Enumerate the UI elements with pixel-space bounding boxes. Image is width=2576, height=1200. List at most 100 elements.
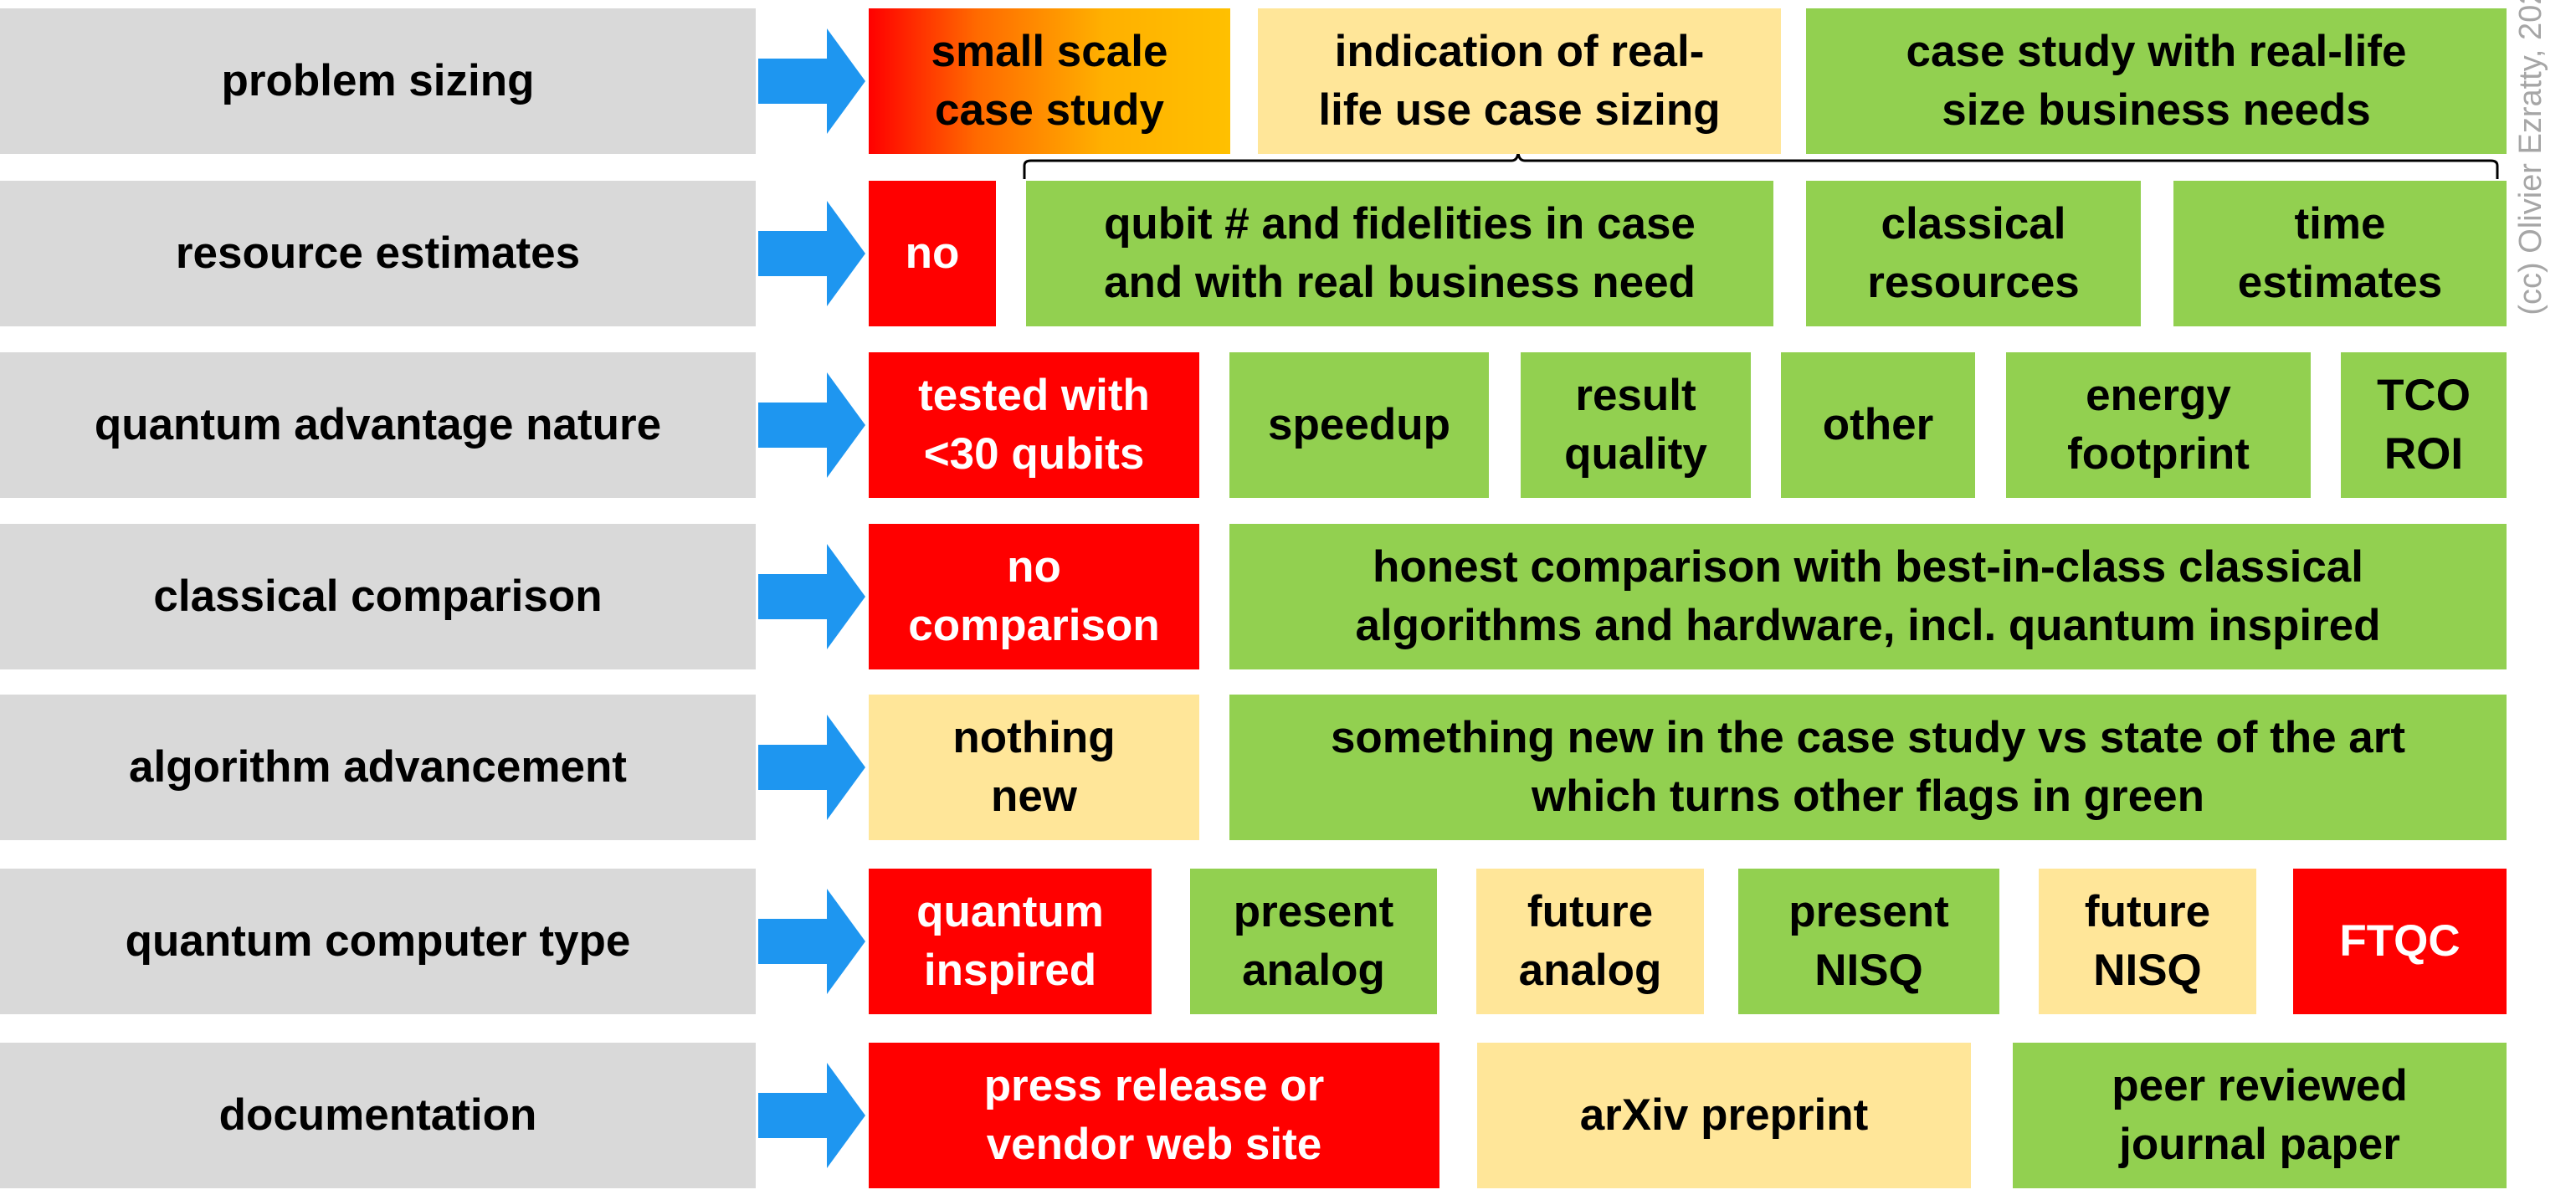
option-text-line: press release or xyxy=(983,1061,1325,1110)
option-text-line: which turns other flags in green xyxy=(1532,772,2204,821)
bracket-connector xyxy=(1023,150,2499,179)
option-text: speedup xyxy=(1268,396,1450,454)
row-label-documentation: documentation xyxy=(0,1043,756,1188)
option-box-tco-roi: TCO ROI xyxy=(2341,352,2507,498)
option-text-line: qubit # and fidelities in case xyxy=(1104,199,1696,249)
option-text-line: case study xyxy=(935,85,1164,135)
row-label-text: resource estimates xyxy=(175,228,581,278)
row-label-quantum-advantage-nature: quantum advantage nature xyxy=(0,352,756,498)
option-box-indication-of-real-life-use-case-sizing: indication of real-life use case sizing xyxy=(1258,8,1781,154)
option-text: small scale case study xyxy=(931,23,1168,140)
right-arrow-icon xyxy=(758,889,865,994)
right-arrow-icon xyxy=(758,1063,865,1168)
option-text-line: NISQ xyxy=(1814,946,1923,995)
option-box-time-estimates: time estimates xyxy=(2173,181,2507,326)
row-label-problem-sizing: problem sizing xyxy=(0,8,756,154)
option-text-line: analog xyxy=(1518,946,1662,995)
option-text: classical resources xyxy=(1867,195,2079,312)
option-text-line: analog xyxy=(1242,946,1385,995)
option-text-line: FTQC xyxy=(2339,916,2461,966)
option-text-line: life use case sizing xyxy=(1318,85,1721,135)
row-label-text: quantum advantage nature xyxy=(94,400,662,449)
option-text-line: arXiv preprint xyxy=(1579,1090,1869,1140)
row-label-classical-comparison: classical comparison xyxy=(0,524,756,669)
option-text-line: nothing xyxy=(952,713,1116,762)
row-label-algorithm-advancement: algorithm advancement xyxy=(0,695,756,840)
row-label-text: algorithm advancement xyxy=(129,742,627,792)
row-label-text: quantum computer type xyxy=(125,916,631,966)
option-text-line: no xyxy=(1007,542,1061,592)
option-text-line: resources xyxy=(1867,258,2080,307)
option-box-nothing-new: nothing new xyxy=(869,695,1199,840)
right-arrow-icon xyxy=(758,715,865,820)
option-text-line: comparison xyxy=(908,601,1160,650)
option-text-line: something new in the case study vs state… xyxy=(1330,713,2406,762)
right-arrow-icon xyxy=(758,544,865,649)
row-label-text: documentation xyxy=(218,1090,537,1140)
option-text-line: and with real business need xyxy=(1104,258,1696,307)
option-text-line: indication of real- xyxy=(1334,27,1705,76)
option-text: FTQC xyxy=(2339,912,2460,971)
option-text-line: estimates xyxy=(2237,258,2443,307)
option-text-line: honest comparison with best-in-class cla… xyxy=(1372,542,2364,592)
option-text: something new in the case study vs state… xyxy=(1331,709,2405,826)
option-text-line: result xyxy=(1575,371,1696,420)
option-box-classical-resources: classical resources xyxy=(1806,181,2141,326)
copyright-credit: (cc) Olivier Ezratty, 2023 xyxy=(2513,0,2548,315)
option-text-line: inspired xyxy=(923,946,1097,995)
option-text: arXiv preprint xyxy=(1580,1086,1869,1145)
option-text-line: size business needs xyxy=(1942,85,2371,135)
option-text-line: footprint xyxy=(2067,429,2250,479)
row-label-text: classical comparison xyxy=(153,572,603,621)
option-box-something-new-in-the-case-study-vs-state-of-the-art-which-turns-other-flags-in-green: something new in the case study vs state… xyxy=(1229,695,2507,840)
right-arrow-icon xyxy=(758,372,865,478)
option-text-line: ROI xyxy=(2384,429,2464,479)
option-text-line: tested with xyxy=(918,371,1150,420)
option-box-peer-reviewed-journal-paper: peer reviewed journal paper xyxy=(2013,1043,2507,1188)
option-text: no comparison xyxy=(908,538,1159,655)
option-text-line: journal paper xyxy=(2119,1120,2400,1169)
option-text: honest comparison with best-in-class cla… xyxy=(1355,538,2380,655)
option-box-no-comparison: no comparison xyxy=(869,524,1199,669)
row-label-quantum-computer-type: quantum computer type xyxy=(0,869,756,1014)
option-box-tested-with-30-qubits: tested with <30 qubits xyxy=(869,352,1199,498)
option-text: TCO ROI xyxy=(2377,367,2471,484)
option-box-small-scale-case-study: small scale case study xyxy=(869,8,1230,154)
option-box-honest-comparison-with-best-in-class-classical-algorithms-and-hardware-incl-quantum-inspired: honest comparison with best-in-class cla… xyxy=(1229,524,2507,669)
option-text: peer reviewed journal paper xyxy=(2112,1057,2408,1174)
option-text-line: time xyxy=(2294,199,2386,249)
option-text-line: present xyxy=(1233,887,1394,936)
option-text-line: future xyxy=(2084,887,2211,936)
option-text-line: algorithms and hardware, incl. quantum i… xyxy=(1355,601,2381,650)
option-text: nothing new xyxy=(952,709,1115,826)
row-label-text: problem sizing xyxy=(221,56,535,105)
option-text: present analog xyxy=(1234,883,1393,1000)
option-box-ftqc: FTQC xyxy=(2293,869,2507,1014)
option-box-other: other xyxy=(1781,352,1975,498)
option-text: tested with <30 qubits xyxy=(918,367,1150,484)
option-box-arxiv-preprint: arXiv preprint xyxy=(1477,1043,1971,1188)
option-text-line: present xyxy=(1788,887,1949,936)
option-text-line: TCO xyxy=(2377,371,2471,420)
option-text-line: new xyxy=(990,772,1078,821)
option-text-line: <30 qubits xyxy=(923,429,1145,479)
option-text-line: quantum xyxy=(916,887,1104,936)
option-text: no xyxy=(906,224,960,283)
option-text-line: peer reviewed xyxy=(2112,1061,2408,1110)
option-text-line: classical xyxy=(1881,199,2066,249)
option-box-speedup: speedup xyxy=(1229,352,1489,498)
option-text-line: small scale xyxy=(931,27,1168,76)
option-text: qubit # and fidelities in case and with r… xyxy=(1104,195,1696,312)
option-text-line: other xyxy=(1822,400,1934,449)
option-text-line: no xyxy=(905,228,960,278)
